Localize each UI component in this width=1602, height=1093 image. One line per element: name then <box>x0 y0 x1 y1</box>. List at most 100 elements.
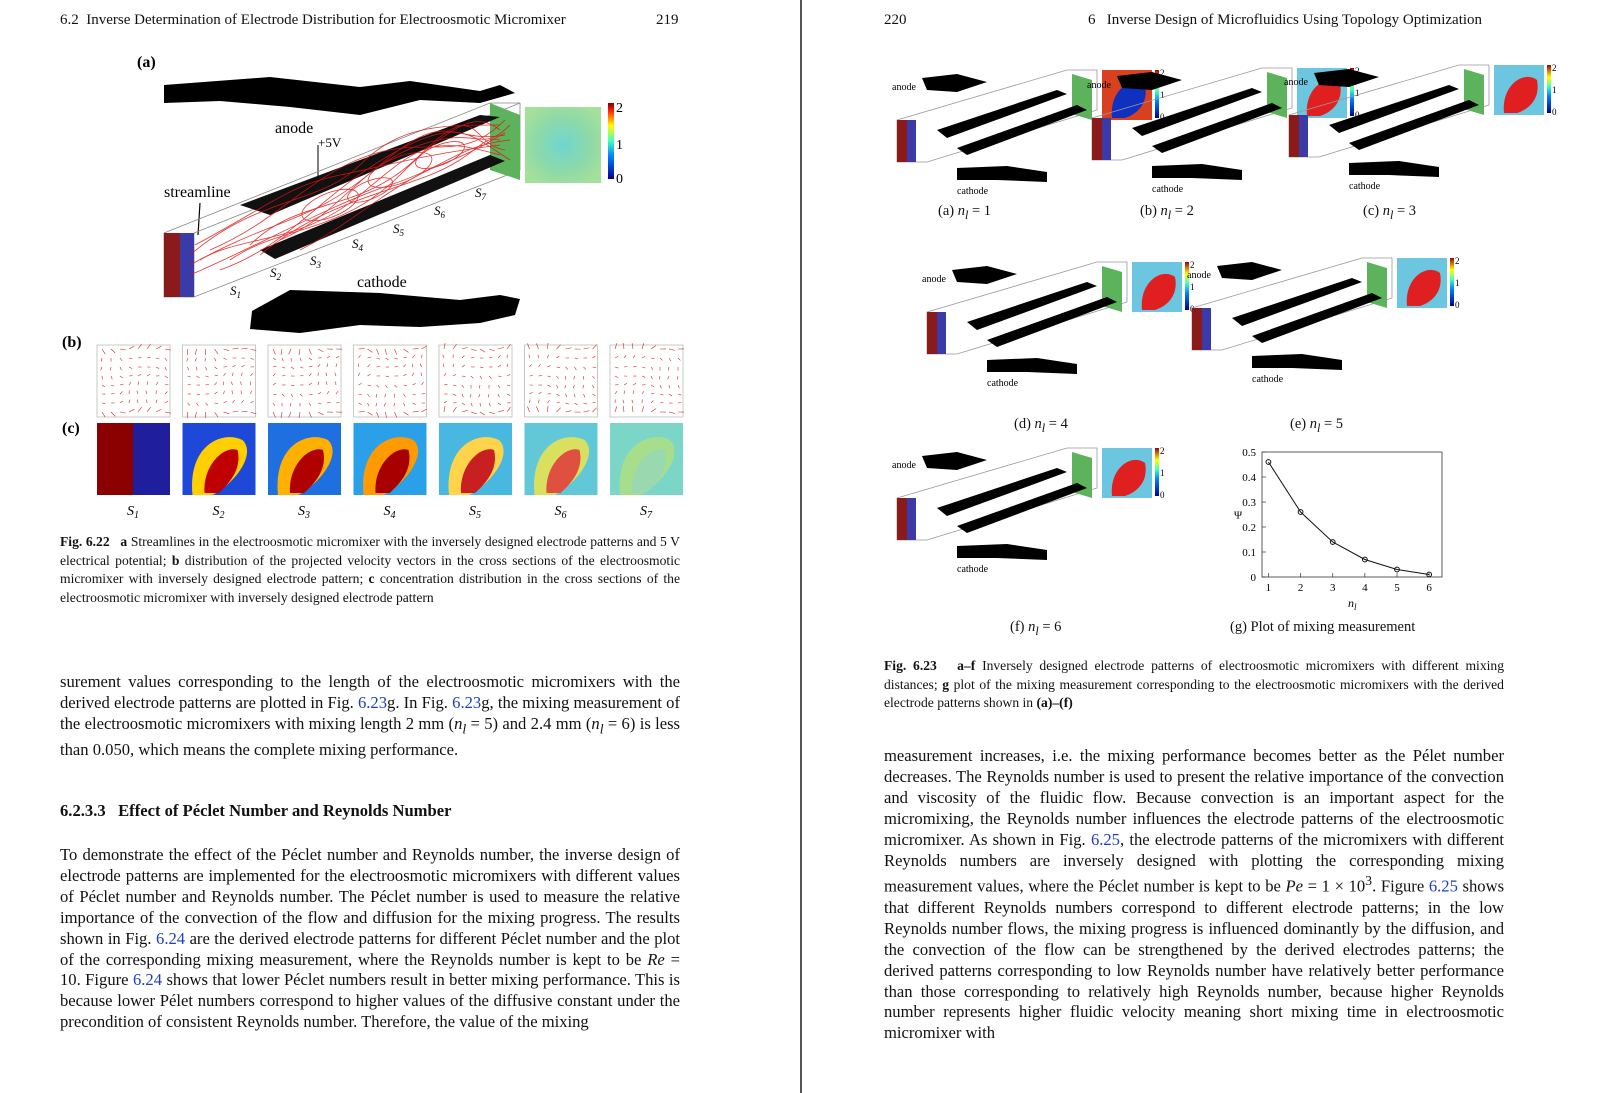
svg-text:1: 1 <box>1355 88 1360 98</box>
svg-text:1: 1 <box>1160 468 1165 478</box>
body-paragraph-right: measurement increases, i.e. the mixing p… <box>884 746 1505 1043</box>
body-paragraph-2: To demonstrate the effect of the Péclet … <box>60 845 681 1032</box>
left-page-number: 219 <box>656 12 679 28</box>
subcaption-f: (f) nl = 6 <box>1010 619 1062 638</box>
outlet-concentration-map <box>525 107 601 183</box>
svg-text:2: 2 <box>1552 63 1557 73</box>
colorbar <box>608 103 614 179</box>
streamlines <box>189 119 511 276</box>
x-tick-label: 4 <box>1362 582 1368 594</box>
panel-c-label: (c) <box>62 420 80 437</box>
svg-text:2: 2 <box>1190 260 1195 270</box>
section-labels: S1 S2 S3 S4 S5 S6 S7 <box>230 185 487 300</box>
velocity-section-5 <box>438 343 513 418</box>
section-name-2: S2 <box>213 504 225 521</box>
ref-fig-6-23[interactable]: 6.23 <box>452 692 482 712</box>
anode-label: anode <box>892 460 916 471</box>
concentration-section-3 <box>268 423 341 495</box>
svg-text:2: 2 <box>1160 68 1165 78</box>
data-point <box>1426 571 1433 578</box>
subcaption-c: (c) nl = 3 <box>1363 203 1417 222</box>
velocity-section-7 <box>609 343 685 418</box>
section-name-6: S6 <box>555 504 567 521</box>
data-point <box>1265 459 1272 465</box>
y-tick-label: 0 <box>1251 572 1257 584</box>
section-name-1: S1 <box>127 504 139 521</box>
subcaption-g: (g) Plot of mixing measurement <box>1230 619 1416 635</box>
svg-text:1: 1 <box>1455 278 1460 288</box>
inlet-face-blue <box>180 233 194 297</box>
y-tick-label: 0.1 <box>1242 547 1256 559</box>
y-tick-label: 0.3 <box>1242 497 1256 509</box>
cathode-label: cathode <box>957 564 989 575</box>
mixer-sketch-c: anode cathode 2 1 0 <box>1284 63 1557 192</box>
subcaption-d: (d) nl = 4 <box>1014 416 1068 435</box>
svg-text:1: 1 <box>1190 282 1195 292</box>
voltage-label: +5V <box>318 135 342 150</box>
y-tick-label: 0.4 <box>1242 472 1256 484</box>
x-tick-label: 2 <box>1298 582 1304 594</box>
cathode-label: cathode <box>1152 184 1184 195</box>
cathode-label: cathode <box>987 378 1019 389</box>
concentration-section-4 <box>353 423 427 495</box>
section-name-3: S3 <box>298 504 310 521</box>
caption-6-23: Fig. 6.23 a–f Inversely designed electro… <box>884 658 1504 711</box>
svg-text:S4: S4 <box>352 236 364 253</box>
section-name-5: S5 <box>469 504 481 521</box>
velocity-section-3 <box>267 344 343 418</box>
concentration-section-2 <box>182 423 256 495</box>
x-tick-label: 1 <box>1266 582 1272 594</box>
cathode-label: cathode <box>1349 181 1381 192</box>
ref-fig-6-25[interactable]: 6.25 <box>1090 829 1120 849</box>
svg-text:S3: S3 <box>310 253 322 270</box>
body-paragraph-1: surement values corresponding to the len… <box>60 672 680 760</box>
subcaption-b: (b) nl = 2 <box>1140 203 1194 222</box>
velocity-section-2 <box>182 344 257 419</box>
y-tick-label: 0.5 <box>1242 447 1256 459</box>
svg-text:S2: S2 <box>270 265 282 282</box>
anode-label: anode <box>1284 77 1308 88</box>
anode-label: anode <box>892 82 916 93</box>
cathode-label: cathode <box>1252 374 1284 385</box>
anode-label: anode <box>922 274 946 285</box>
subcaption-e: (e) nl = 5 <box>1290 416 1344 435</box>
svg-text:2: 2 <box>1160 446 1165 456</box>
subcaption-a: (a) nl = 1 <box>938 203 992 222</box>
mixer-sketch-f: anode cathode 2 1 0 <box>892 446 1165 575</box>
svg-text:0: 0 <box>1160 490 1165 500</box>
concentration-section-1 <box>97 423 170 495</box>
x-axis-label: nl <box>1348 596 1357 612</box>
svg-text:0: 0 <box>1552 107 1557 117</box>
ref-fig-6-24[interactable]: 6.24 <box>156 928 186 948</box>
page-divider <box>800 0 802 1093</box>
cathode-label: cathode <box>357 274 407 291</box>
right-running-head: 6 Inverse Design of Microfluidics Using … <box>1088 12 1483 28</box>
left-page: 6.2 Inverse Determination of Electrode D… <box>0 0 800 1093</box>
ref-fig-6-24[interactable]: 6.24 <box>132 970 163 990</box>
velocity-vector-row <box>96 342 685 419</box>
anode-label: anode <box>275 120 313 137</box>
panel-a-label: (a) <box>137 54 156 71</box>
data-point <box>1329 539 1336 545</box>
left-running-head: 6.2 Inverse Determination of Electrode D… <box>60 12 566 28</box>
svg-text:S1: S1 <box>230 283 241 300</box>
section-name-4: S4 <box>384 504 396 521</box>
caption-6-22: Fig. 6.22 a Streamlines in the electroos… <box>60 534 681 605</box>
outlet-face <box>490 103 520 180</box>
ref-fig-6-23[interactable]: 6.23 <box>357 692 388 712</box>
ref-fig-6-25[interactable]: 6.25 <box>1428 876 1458 896</box>
y-tick-label: 0.2 <box>1242 522 1256 534</box>
anode-label: anode <box>1087 80 1111 91</box>
svg-text:1: 1 <box>1552 85 1557 95</box>
right-page-number: 220 <box>884 12 907 28</box>
figure-6-23-mixers: anode cathode 2 1 0 anode cathode 2 1 0 anode catho… <box>892 63 1557 575</box>
series-line <box>1268 461 1430 575</box>
svg-text:1: 1 <box>1160 90 1165 100</box>
concentration-section-5 <box>439 423 512 495</box>
data-point <box>1297 509 1304 515</box>
svg-text:S7: S7 <box>475 185 487 202</box>
velocity-section-4 <box>353 344 427 418</box>
